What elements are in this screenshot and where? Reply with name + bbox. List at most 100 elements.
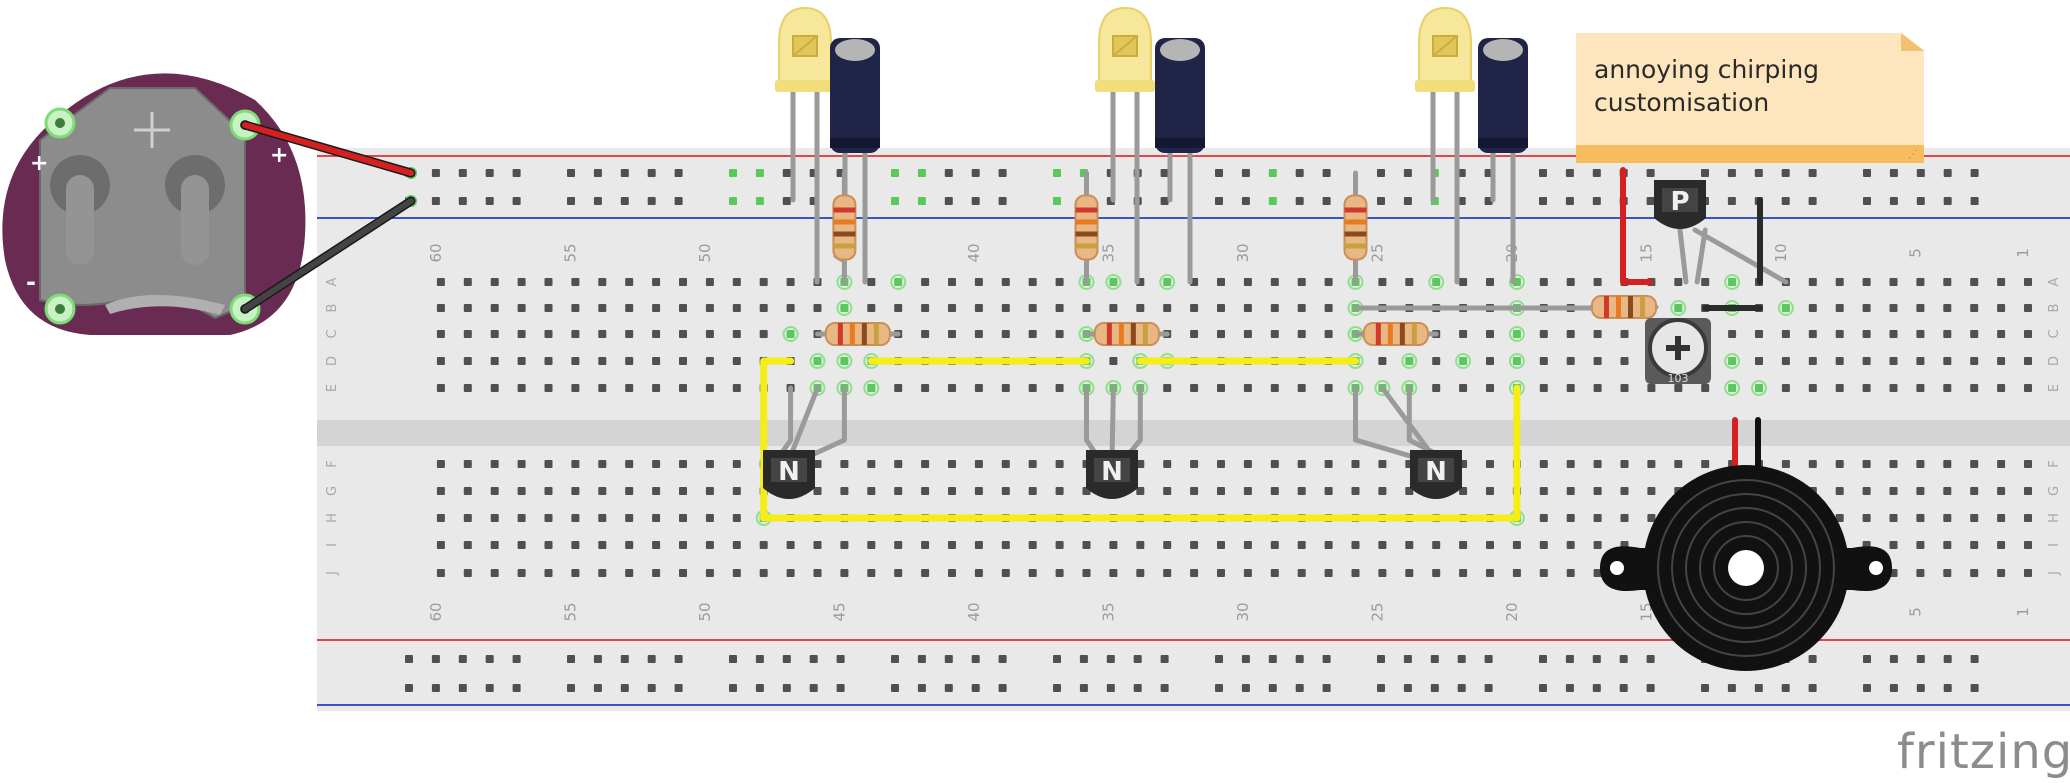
note-resize-bar[interactable]: ⋰ [1576, 145, 1924, 163]
rail-hole [1863, 169, 1871, 177]
hole [2024, 304, 2032, 312]
hole [517, 384, 526, 392]
hole [463, 569, 472, 577]
rail-hole [647, 684, 656, 692]
hole [1432, 541, 1441, 549]
rail-hole [1268, 197, 1277, 205]
hole [759, 541, 768, 549]
hole [652, 304, 661, 312]
resistor-band [1344, 231, 1367, 237]
buzzer-ring [1699, 521, 1793, 615]
note-resize-grip-icon[interactable]: ⋰ [1908, 149, 1918, 160]
hole [1486, 278, 1494, 286]
hole [813, 569, 822, 577]
hole [517, 278, 526, 286]
hole [652, 487, 661, 495]
hole [1728, 384, 1737, 392]
rail-hole [1268, 169, 1277, 177]
rail-hole [1646, 197, 1655, 205]
component-lead [1353, 385, 1427, 463]
hole [2024, 541, 2032, 549]
hole [1028, 330, 1037, 338]
hole [1620, 357, 1629, 365]
hole [1432, 278, 1441, 286]
rail-hole [1889, 684, 1898, 692]
row-letter: A [325, 277, 340, 286]
row-letter: E [2047, 384, 2062, 392]
hole [1082, 541, 1091, 549]
capacitor-body [830, 38, 880, 153]
hole [705, 514, 714, 522]
hole [1862, 330, 1871, 338]
buzzer-mount-hole [1610, 561, 1624, 575]
hole [679, 330, 687, 338]
rail-hole [891, 197, 899, 205]
hole [1405, 569, 1414, 577]
hole [1243, 304, 1252, 312]
hole [1136, 541, 1145, 549]
rail-hole [674, 655, 683, 663]
hole [1378, 460, 1387, 468]
hole [1539, 569, 1548, 577]
hole [974, 330, 983, 338]
hole [1970, 514, 1979, 522]
hole [1647, 384, 1656, 392]
hole [2024, 514, 2032, 522]
hole [1190, 304, 1199, 312]
rail-hole [567, 169, 575, 177]
resistor-band [1118, 323, 1124, 345]
hole [1674, 278, 1683, 286]
row-letter: F [2047, 460, 2062, 467]
hole [813, 460, 822, 468]
hole [625, 304, 634, 312]
hole [867, 278, 876, 286]
hole [1808, 304, 1817, 312]
hole [813, 357, 822, 365]
hole [1566, 487, 1575, 495]
row-letter: C [325, 329, 340, 338]
resistor-band [1344, 243, 1367, 249]
hole [948, 569, 956, 577]
transistor-label-plate [1662, 188, 1698, 212]
hole [517, 541, 526, 549]
hole [1055, 304, 1064, 312]
hole [1593, 357, 1602, 365]
annotation-note[interactable]: annoying chirping customisation [1576, 33, 1924, 163]
hole [1943, 384, 1952, 392]
rail-hole [917, 655, 926, 663]
rail-hole [1215, 655, 1223, 663]
hole [867, 460, 876, 468]
hole [1136, 460, 1145, 468]
hole-highlight [1455, 353, 1472, 369]
hole [544, 569, 553, 577]
component-lead [1677, 227, 1689, 285]
hole [1566, 384, 1575, 392]
hole [1647, 460, 1656, 468]
buzzer-ring [1685, 507, 1807, 629]
hole [1970, 304, 1979, 312]
hole [1378, 487, 1387, 495]
rail-hole [1889, 655, 1898, 663]
rail-hole [729, 655, 737, 663]
hole [759, 330, 768, 338]
hole [571, 304, 580, 312]
hole [1889, 304, 1898, 312]
hole [463, 460, 472, 468]
hole [1217, 278, 1225, 286]
hole [1163, 278, 1172, 286]
hole [974, 569, 983, 577]
hole [1055, 278, 1064, 286]
column-number-bottom: 5 [1906, 607, 1924, 617]
rail-hole [1727, 169, 1736, 177]
rail-hole [998, 684, 1007, 692]
hole [732, 384, 741, 392]
rail-hole [944, 169, 953, 177]
rail-hole [458, 684, 467, 692]
hole [1539, 330, 1548, 338]
hole [1701, 384, 1710, 392]
rail-hole [1484, 655, 1493, 663]
resistor-band [1616, 296, 1621, 318]
row-letter: B [325, 304, 340, 313]
hole [571, 514, 580, 522]
resistor-band [1387, 323, 1393, 345]
